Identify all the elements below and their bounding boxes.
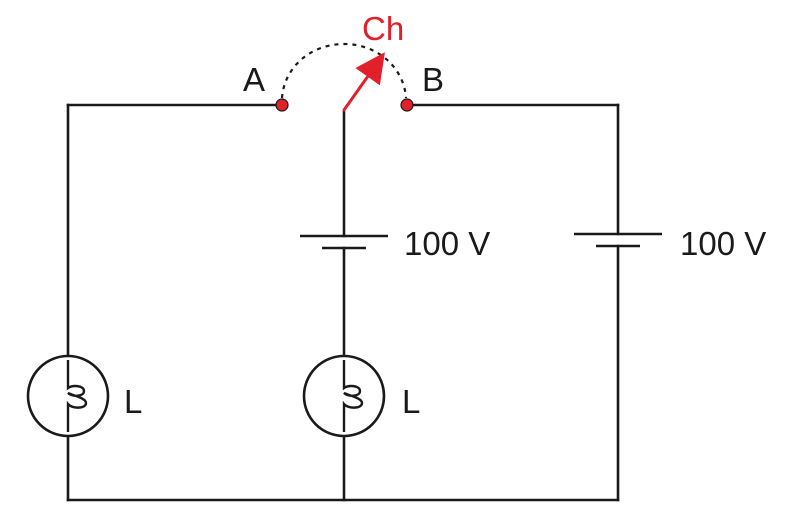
lamp-left xyxy=(26,354,110,438)
terminal-b-label: B xyxy=(422,61,444,98)
switch-blade-arrow xyxy=(342,52,385,112)
battery-middle-label: 100 V xyxy=(404,225,490,262)
lamp-middle-label: L xyxy=(402,383,420,420)
switch-label: Ch xyxy=(362,10,404,47)
terminal-b-dot xyxy=(400,98,414,112)
terminal-a-dot xyxy=(275,98,289,112)
terminal-a-label: A xyxy=(243,61,265,98)
battery-right-label: 100 V xyxy=(680,225,766,262)
switch-travel-arc xyxy=(280,42,408,99)
battery-middle xyxy=(300,234,388,250)
lamp-left-bulb xyxy=(26,354,110,438)
lamp-left-filament xyxy=(66,360,88,432)
lamp-middle xyxy=(302,354,386,438)
lamp-left-label: L xyxy=(124,383,142,420)
lamp-middle-filament xyxy=(342,360,364,432)
lamp-middle-bulb xyxy=(302,354,386,438)
battery-right xyxy=(574,232,662,248)
